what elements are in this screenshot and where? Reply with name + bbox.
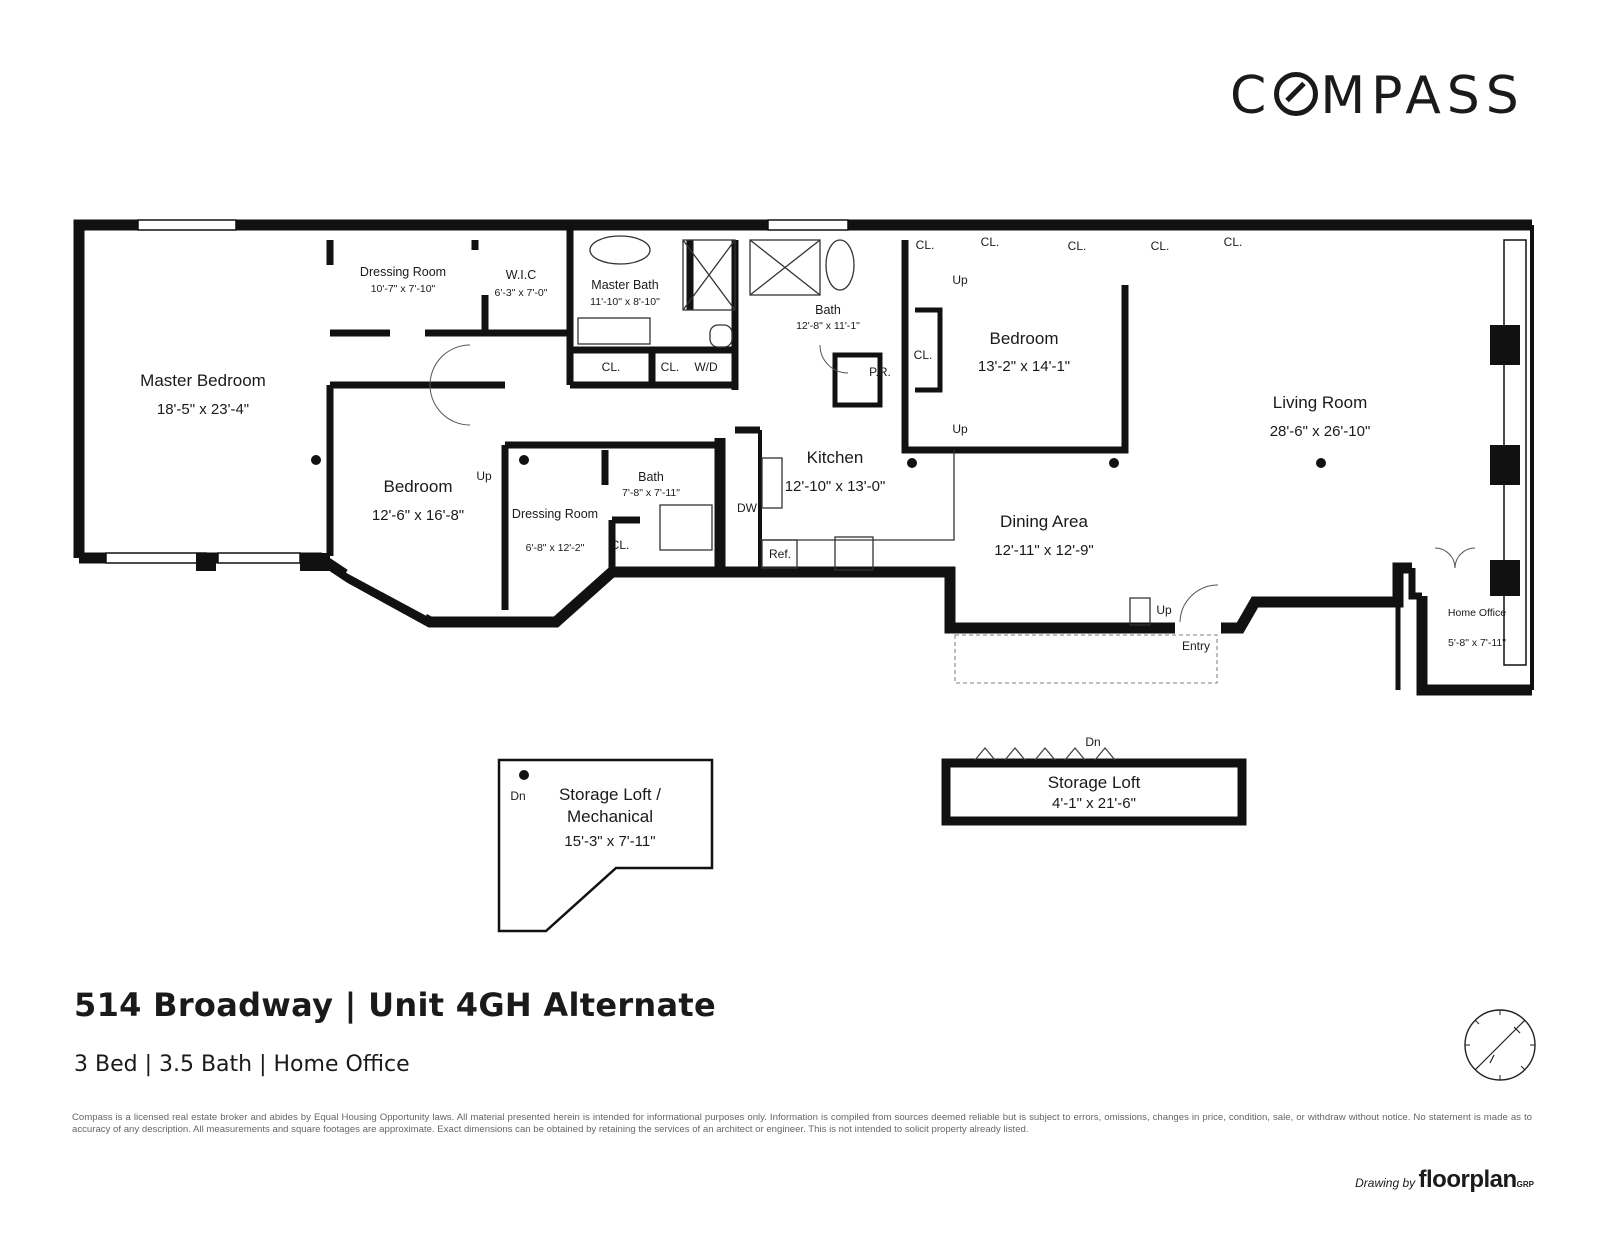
storage-loft-mechanical-walls bbox=[497, 758, 714, 933]
dining-area-dims: 12'-11" x 12'-9" bbox=[994, 542, 1094, 559]
fixtures bbox=[577, 235, 1218, 684]
compass-logo: C MPASS bbox=[1230, 66, 1525, 126]
dishwasher-tag: DW bbox=[737, 501, 758, 515]
compass-rose-icon bbox=[1464, 1009, 1536, 1081]
wic-dims: 6'-3" x 7'-0" bbox=[495, 287, 548, 299]
washer-dryer-tag: W/D bbox=[694, 360, 718, 374]
bath-2-label: Bath bbox=[638, 470, 664, 484]
credit-brand: floorplan bbox=[1418, 1166, 1518, 1193]
home-office-label: Home Office bbox=[1448, 607, 1506, 619]
master-bedroom-dims: 18'-5" x 23'-4" bbox=[157, 401, 249, 418]
dressing-room-1-dims: 10'-7" x 7'-10" bbox=[371, 283, 436, 295]
structural-columns bbox=[196, 325, 1520, 596]
closet-tag: CL. bbox=[611, 538, 630, 552]
bedroom-2-dims: 13'-2" x 14'-1" bbox=[978, 358, 1070, 375]
room-labels: Master Bedroom 18'-5" x 23'-4" Dressing … bbox=[140, 265, 1506, 850]
dressing-room-1-label: Dressing Room bbox=[360, 265, 446, 279]
dining-area-label: Dining Area bbox=[1000, 512, 1088, 531]
closet-tag: CL. bbox=[914, 348, 933, 362]
storage-loft-label: Storage Loft bbox=[1048, 773, 1141, 792]
column-dots bbox=[311, 455, 1326, 780]
entry-tag: Entry bbox=[1182, 639, 1210, 653]
credit-suffix: GRP bbox=[1516, 1180, 1534, 1189]
drawing-credit: Drawing by floorplanGRP bbox=[1355, 1166, 1534, 1194]
closet-tag: CL. bbox=[602, 360, 621, 374]
dressing-room-2-dims: 6'-8" x 12'-2" bbox=[526, 542, 585, 554]
master-bath-label: Master Bath bbox=[591, 278, 658, 292]
bath-1-label: Bath bbox=[815, 303, 841, 317]
listing-summary: 3 Bed | 3.5 Bath | Home Office bbox=[74, 1052, 410, 1077]
storage-loft-dims: 4'-1" x 21'-6" bbox=[1052, 795, 1136, 812]
storage-loft-doors bbox=[974, 746, 1116, 761]
wic-label: W.I.C bbox=[506, 268, 537, 282]
logo-o-mark bbox=[1274, 72, 1319, 116]
credit-prefix: Drawing by bbox=[1355, 1176, 1416, 1190]
master-bath-dims: 11'-10" x 8'-10" bbox=[590, 296, 660, 308]
bedroom-3-label: Bedroom bbox=[384, 477, 453, 496]
storage-loft-mech-label-2: Mechanical bbox=[567, 807, 653, 826]
living-room-dims: 28'-6" x 26'-10" bbox=[1270, 423, 1371, 440]
exterior-walls bbox=[73, 219, 1534, 696]
stair-up-tag: Up bbox=[1156, 603, 1172, 617]
stair-up-tag: Up bbox=[952, 273, 968, 287]
storage-loft-walls bbox=[941, 758, 1247, 826]
storage-loft-mech-label-1: Storage Loft / bbox=[559, 785, 661, 804]
closet-tag: CL. bbox=[916, 238, 935, 252]
home-office-dims: 5'-8" x 7'-11" bbox=[1448, 637, 1506, 649]
closet-tag: CL. bbox=[661, 360, 680, 374]
kitchen-label: Kitchen bbox=[807, 448, 864, 467]
stair-up-tag: Up bbox=[952, 422, 968, 436]
closet-tag: CL. bbox=[1151, 239, 1170, 253]
closet-tag: CL. bbox=[1224, 235, 1243, 249]
logo-letters: MPASS bbox=[1320, 66, 1525, 126]
stair-up-tag: Up bbox=[476, 469, 492, 483]
logo-letter-c: C bbox=[1230, 66, 1273, 126]
storage-loft-mech-dims: 15'-3" x 7'-11" bbox=[564, 833, 655, 850]
dressing-room-2-label: Dressing Room bbox=[512, 507, 598, 521]
bath-2-dims: 7'-8" x 7'-11" bbox=[622, 487, 680, 499]
bedroom-2-label: Bedroom bbox=[990, 329, 1059, 348]
legal-disclaimer: Compass is a licensed real estate broker… bbox=[72, 1112, 1532, 1135]
floor-plan: Master Bedroom 18'-5" x 23'-4" Dressing … bbox=[73, 219, 1534, 933]
bath-1-dims: 12'-8" x 11'-1" bbox=[796, 320, 860, 332]
master-bedroom-label: Master Bedroom bbox=[140, 371, 266, 390]
closet-tag: CL. bbox=[981, 235, 1000, 249]
refrigerator-tag: Ref. bbox=[769, 547, 791, 561]
bedroom-3-dims: 12'-6" x 16'-8" bbox=[372, 507, 464, 524]
kitchen-dims: 12'-10" x 13'-0" bbox=[785, 478, 886, 495]
listing-title: 514 Broadway | Unit 4GH Alternate bbox=[74, 986, 717, 1024]
stair-down-tag: Dn bbox=[510, 789, 525, 803]
doors bbox=[429, 344, 1476, 623]
living-room-label: Living Room bbox=[1273, 393, 1368, 412]
fixture-tags: CL. CL. CL. CL. CL. CL. CL. CL. CL. W/D … bbox=[476, 235, 1242, 803]
powder-room-tag: P.R. bbox=[869, 365, 891, 379]
stair-down-tag: Dn bbox=[1085, 735, 1100, 749]
closet-tag: CL. bbox=[1068, 239, 1087, 253]
